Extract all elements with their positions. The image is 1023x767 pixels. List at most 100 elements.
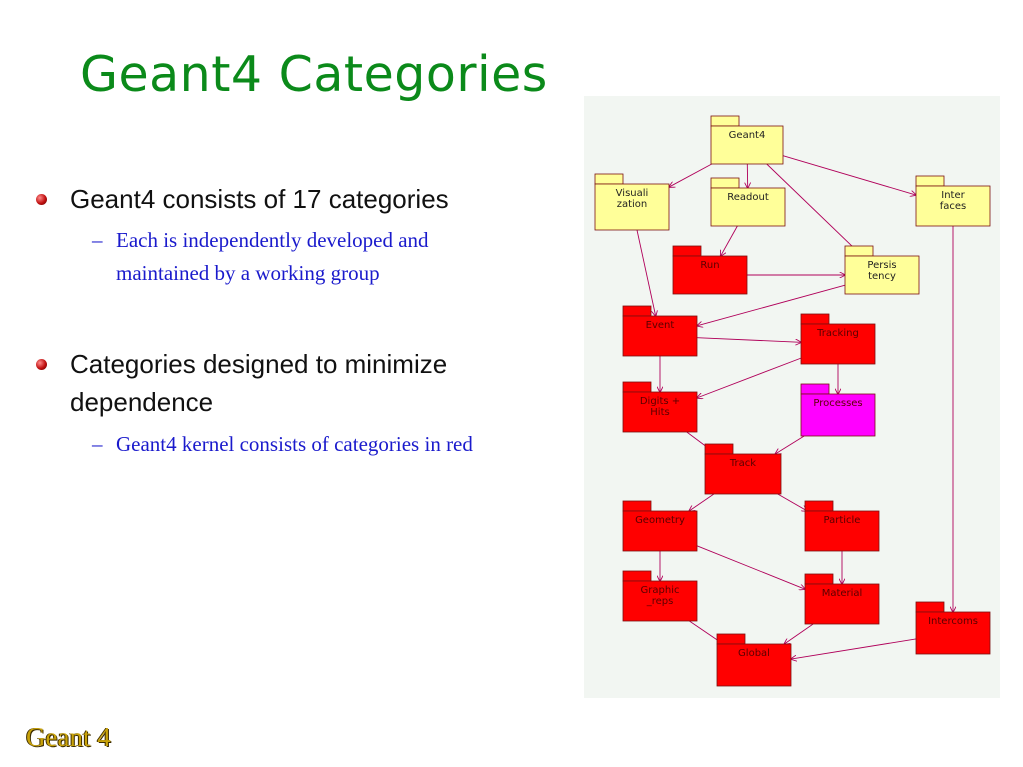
package-tab	[804, 500, 834, 512]
package-tab	[622, 305, 652, 317]
package-tab	[710, 115, 740, 127]
package-label: faces	[940, 201, 967, 212]
package-body	[672, 255, 748, 295]
package-tab	[800, 383, 830, 395]
package-label: _reps	[646, 596, 674, 607]
package-event: Event	[622, 305, 698, 357]
package-tab	[915, 175, 945, 187]
package-tab	[716, 633, 746, 645]
package-run: Run	[672, 245, 748, 295]
package-tab	[800, 313, 830, 325]
bullet-text-line: Categories designed to minimize	[70, 349, 448, 379]
package-graphic-reps: Graphic_reps	[622, 570, 698, 622]
sub-bullet-text-line: Geant4 kernel consists of categories in …	[116, 432, 473, 456]
dash-icon: –	[92, 228, 103, 252]
package-body	[622, 315, 698, 357]
package-body	[800, 393, 876, 437]
sub-bullet-text-line: Each is independently developed and	[116, 228, 429, 252]
package-particle: Particle	[804, 500, 880, 552]
dependency-arrow-persistency-to-event	[697, 284, 846, 326]
package-label: Persis	[867, 260, 896, 271]
package-body	[716, 643, 792, 687]
package-body	[622, 580, 698, 622]
dependency-arrow-geant4-to-persistency	[766, 163, 863, 256]
package-digits-hits: Digits +Hits	[622, 381, 698, 433]
package-body	[594, 183, 670, 231]
dependency-arrow-event-to-tracking	[696, 337, 801, 343]
package-geometry: Geometry	[622, 500, 698, 552]
package-label: zation	[617, 199, 648, 210]
package-label: Particle	[824, 515, 861, 526]
package-label: Hits	[650, 407, 669, 418]
package-body	[800, 323, 876, 365]
dependency-arrow-material-to-global	[784, 623, 814, 644]
package-body	[710, 187, 786, 227]
package-label: Geometry	[635, 515, 685, 526]
dependency-arrow-geometry-to-material	[696, 545, 805, 589]
package-processes: Processes	[800, 383, 876, 437]
package-label: Tracking	[816, 328, 859, 339]
package-body	[844, 255, 920, 295]
bullet-icon	[36, 194, 47, 205]
package-label: Event	[646, 320, 675, 331]
package-label: Run	[700, 260, 719, 271]
package-tab	[915, 601, 945, 613]
dash-icon: –	[92, 432, 103, 456]
dependency-arrow-readout-to-run	[721, 225, 738, 256]
package-body	[915, 611, 991, 655]
package-label: Intercoms	[928, 616, 978, 627]
package-label: Readout	[727, 192, 769, 203]
package-label: Processes	[813, 398, 862, 409]
package-track: Track	[704, 443, 782, 495]
package-body	[804, 510, 880, 552]
package-tab	[622, 381, 652, 393]
dependency-arrow-track-to-particle	[777, 493, 808, 511]
package-intercoms: Intercoms	[915, 601, 991, 655]
bullet-text: Geant4 consists of 17 categories	[70, 184, 449, 214]
package-label: Global	[738, 648, 770, 659]
package-readout: Readout	[710, 177, 786, 227]
package-global: Global	[716, 633, 792, 687]
package-label: tency	[868, 271, 896, 282]
sub-bullet-text-line: maintained by a working group	[116, 261, 380, 285]
package-tab	[844, 245, 874, 257]
package-body	[704, 453, 782, 495]
dependency-arrow-visualization-to-event	[636, 229, 656, 316]
package-tab	[804, 573, 834, 585]
bullet-icon	[36, 359, 47, 370]
package-tab	[622, 500, 652, 512]
package-label: Track	[729, 458, 756, 469]
package-label: Material	[822, 588, 863, 599]
package-tracking: Tracking	[800, 313, 876, 365]
package-material: Material	[804, 573, 880, 625]
package-body	[622, 510, 698, 552]
footer-logo-text: Geant 4	[26, 722, 111, 752]
package-label: Digits +	[640, 396, 680, 407]
dependency-arrow-geant4-to-visualization	[669, 163, 712, 187]
package-label: Inter	[941, 190, 965, 201]
bullet-text-line: dependence	[70, 387, 214, 417]
dependency-arrow-tracking-to-digits-hits	[697, 357, 802, 398]
dependency-arrow-processes-to-track	[775, 435, 805, 454]
package-body	[804, 583, 880, 625]
dependency-lines	[636, 155, 953, 659]
package-tab	[622, 570, 652, 582]
package-body	[915, 185, 991, 227]
package-tab	[672, 245, 702, 257]
dependency-arrow-track-to-geometry	[689, 493, 715, 511]
dependency-arrow-intercoms-to-global	[791, 638, 917, 659]
package-tab	[704, 443, 734, 455]
slide-title: Geant4 Categories	[80, 46, 548, 103]
package-label: Graphic	[641, 585, 680, 596]
package-label: Visuali	[616, 188, 649, 199]
package-tab	[710, 177, 740, 189]
package-geant4: Geant4	[710, 115, 784, 165]
package-label: Geant4	[729, 130, 766, 141]
dependency-arrow-geant4-to-interfaces	[782, 155, 916, 195]
package-body	[622, 391, 698, 433]
